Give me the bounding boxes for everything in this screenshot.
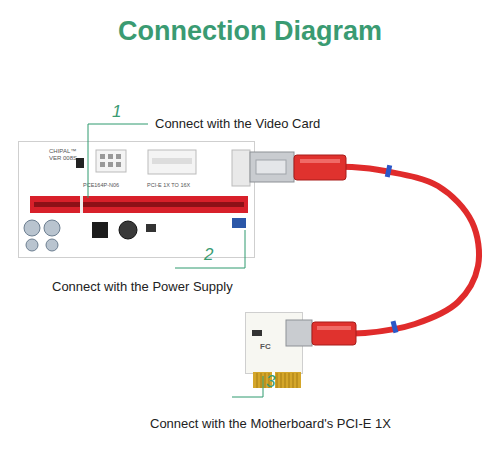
callout-text: Connect with the Motherboard's PCI-E 1X: [150, 417, 391, 430]
leader-line: [175, 230, 245, 268]
cable-band: [385, 165, 392, 178]
capacitor: [24, 220, 40, 236]
board-print: PCI-E 1X TO 16X: [147, 183, 190, 189]
plug-highlight: [317, 326, 351, 330]
adapter-board: FC: [245, 312, 303, 374]
callout-text: Connect with the Power Supply: [52, 280, 233, 293]
riser-board-art: [24, 150, 250, 251]
lower-usb-plug: [286, 320, 356, 346]
cable-band: [391, 320, 399, 333]
adapter-board-art: [252, 330, 301, 388]
leader-line: [232, 376, 263, 397]
capacitor: [44, 220, 60, 236]
capacitor: [46, 239, 58, 251]
callout-number: 3: [266, 373, 275, 390]
usb-plug-housing: [312, 322, 356, 345]
callout-number: 1: [112, 103, 121, 120]
usb-port: [250, 152, 294, 182]
board-print: PCE164P-N06: [83, 183, 119, 189]
smd-component: [76, 158, 84, 168]
usb-cable: [255, 167, 479, 334]
six-pin-connector: [96, 150, 126, 172]
chip: [92, 222, 108, 238]
smd-component: [252, 330, 262, 336]
capacitor: [26, 239, 38, 251]
molex-pins: [152, 158, 192, 164]
usb-port-opening: [256, 160, 286, 174]
board-print: VER 008S: [49, 155, 77, 161]
smd-component: [146, 224, 156, 232]
inductor: [119, 221, 137, 239]
pcie-x16-slot: [30, 196, 248, 213]
plug-highlight: [300, 159, 340, 163]
riser-board: CHIPAL™VER 008S PCE164P-N06 PCI-E 1X TO 16…: [18, 141, 255, 258]
gold-fingers: [253, 372, 301, 388]
smd-component: [232, 218, 246, 228]
finger-key: [272, 372, 275, 388]
upper-usb-plug: [250, 152, 346, 182]
usb-port: [286, 320, 312, 346]
slot-key: [80, 196, 83, 213]
callout-text: Connect with the Video Card: [155, 117, 320, 130]
board-print: FC: [260, 343, 271, 351]
leader-line: [88, 124, 148, 198]
slot-groove: [34, 202, 244, 207]
molex-connector: [148, 150, 196, 174]
usb-plug-housing: [294, 155, 346, 180]
diagram-title: Connection Diagram: [0, 16, 500, 47]
board-print: CHIPAL™: [49, 148, 76, 154]
port-mount: [232, 150, 250, 186]
